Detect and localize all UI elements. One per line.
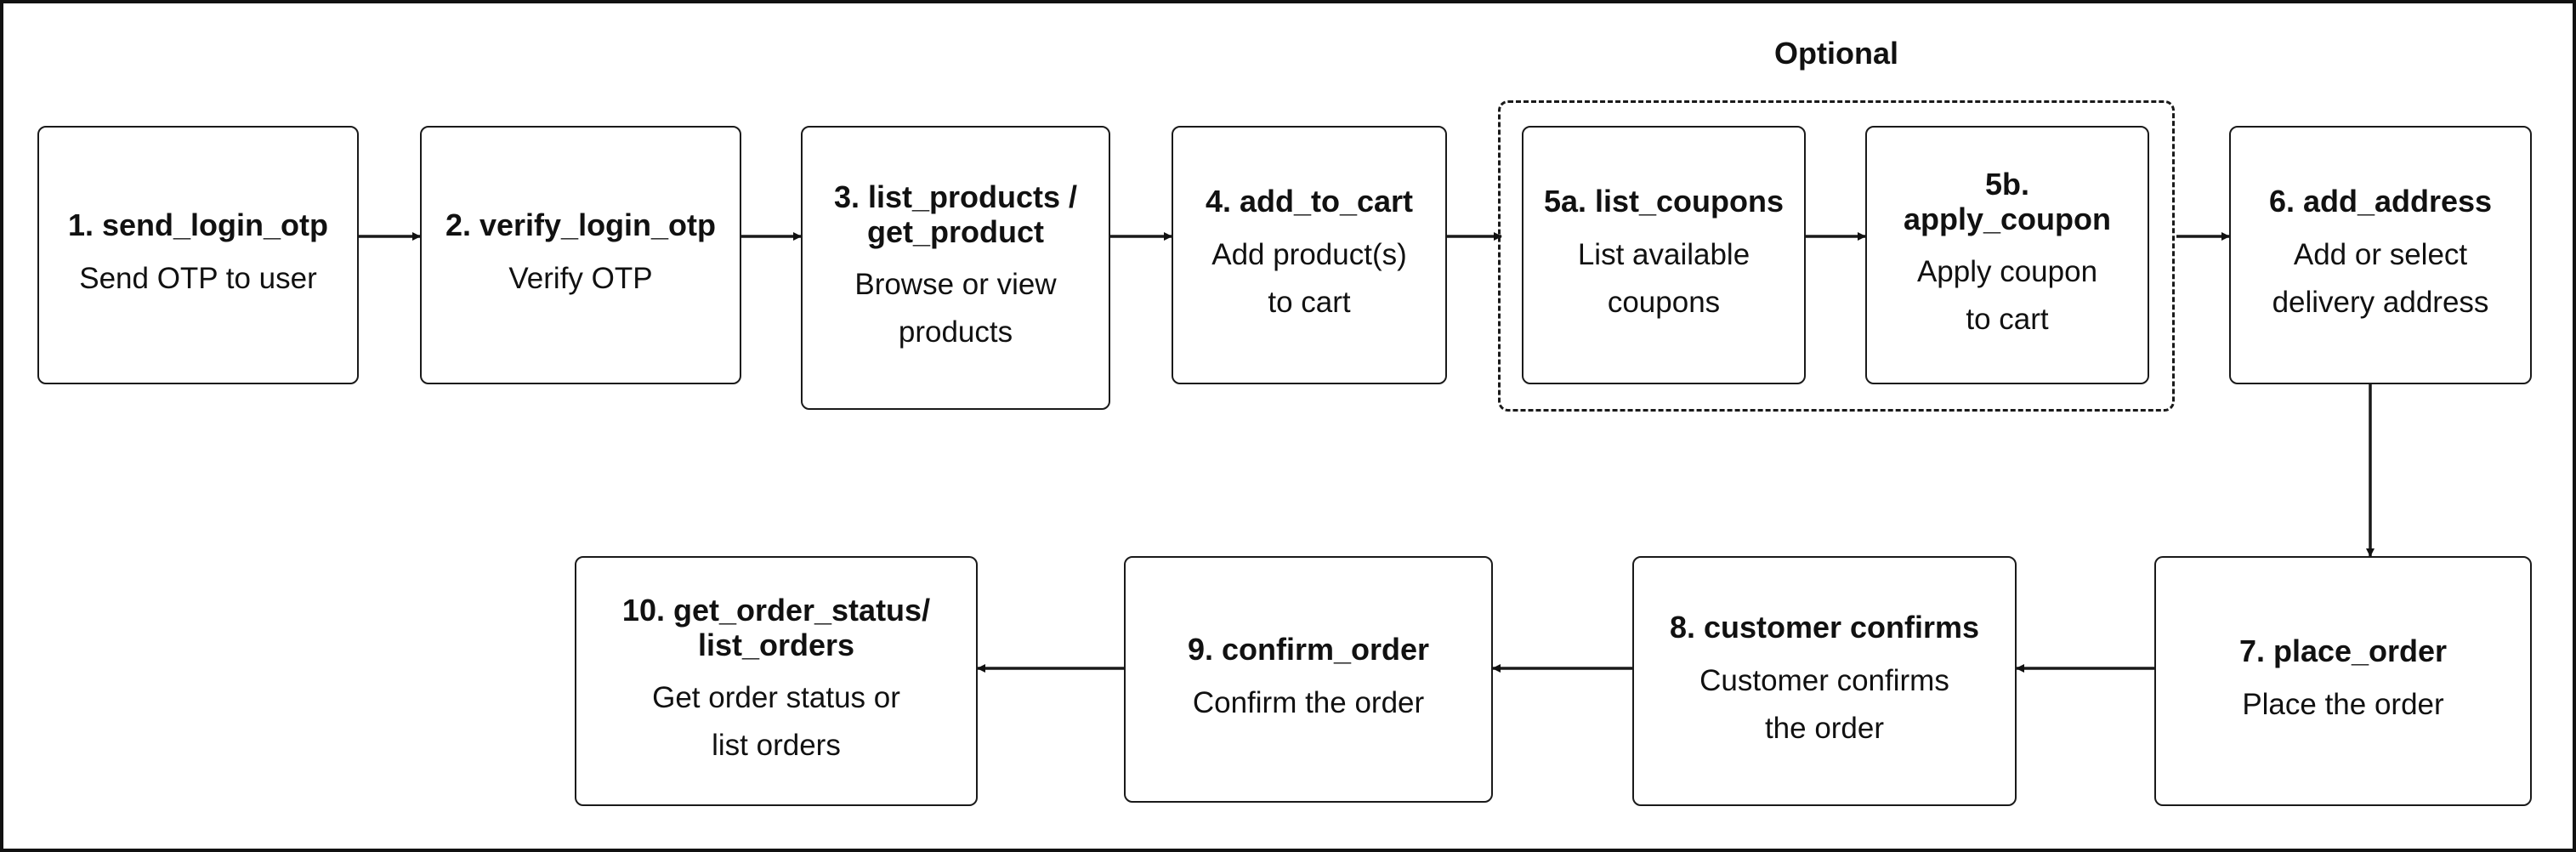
node-title: 4. add_to_cart: [1205, 184, 1414, 219]
node-description: Browse or view products: [854, 268, 1057, 349]
node-description: Add product(s) to cart: [1211, 237, 1407, 319]
step-get-order-status-list-orders: 10. get_order_status/ list_orders Get or…: [575, 556, 978, 806]
node-title: 2. verify_login_otp: [445, 207, 717, 243]
node-title: 5b. apply_coupon: [1903, 166, 2112, 236]
node-title: 10. get_order_status/ list_orders: [621, 592, 931, 662]
node-description: Get order status or list orders: [652, 681, 900, 763]
step-confirm-order: 9. confirm_order Confirm the order: [1124, 556, 1493, 803]
node-title: 7. place_order: [2238, 633, 2448, 669]
node-title: 6. add_address: [2268, 184, 2493, 219]
node-description: List available coupons: [1577, 237, 1750, 319]
step-add-to-cart: 4. add_to_cart Add product(s) to cart: [1172, 126, 1447, 384]
optional-group-label: Optional: [1774, 36, 1898, 71]
node-title: 9. confirm_order: [1187, 632, 1430, 667]
step-customer-confirms: 8. customer confirms Customer confirms t…: [1632, 556, 2017, 806]
node-title: 5a. list_coupons: [1543, 184, 1784, 219]
node-description: Verify OTP: [508, 261, 653, 295]
optional-group-box: [1498, 100, 2175, 412]
step-list-coupons: 5a. list_coupons List available coupons: [1522, 126, 1806, 384]
node-title: 8. customer confirms: [1669, 610, 1980, 645]
node-title: 3. list_products / get_product: [833, 179, 1078, 249]
node-description: Send OTP to user: [79, 261, 317, 295]
node-description: Confirm the order: [1192, 685, 1425, 719]
node-description: Place the order: [2242, 687, 2444, 721]
step-send-login-otp: 1. send_login_otp Send OTP to user: [37, 126, 359, 384]
step-verify-login-otp: 2. verify_login_otp Verify OTP: [420, 126, 741, 384]
node-title: 1. send_login_otp: [67, 207, 329, 243]
node-description: Apply coupon to cart: [1916, 255, 2098, 337]
node-description: Customer confirms the order: [1699, 663, 1949, 745]
step-add-address: 6. add_address Add or select delivery ad…: [2229, 126, 2532, 384]
node-description: Add or select delivery address: [2272, 237, 2489, 319]
step-place-order: 7. place_order Place the order: [2154, 556, 2532, 806]
step-apply-coupon: 5b. apply_coupon Apply coupon to cart: [1865, 126, 2149, 384]
step-list-products-get-product: 3. list_products / get_product Browse or…: [801, 126, 1110, 410]
